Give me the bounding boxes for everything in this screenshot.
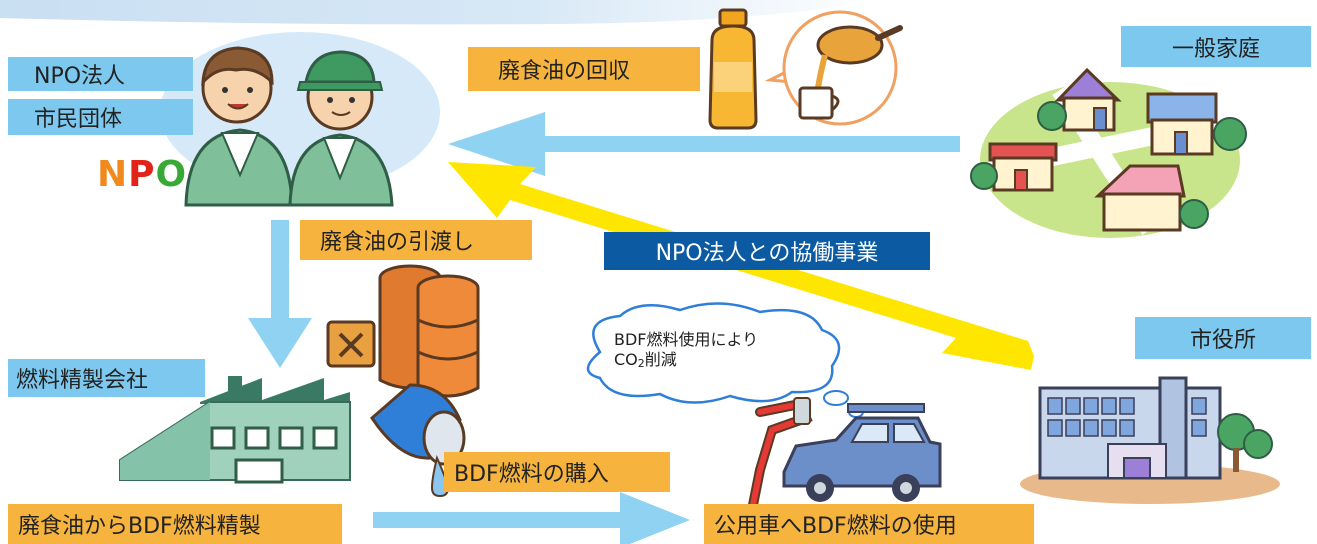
npo-corp-label: NPO法人 bbox=[8, 57, 193, 91]
city-hall-illustration bbox=[1020, 376, 1280, 504]
top-band bbox=[0, 0, 880, 25]
car-illustration bbox=[782, 403, 942, 502]
oil-drums-illustration bbox=[326, 264, 480, 398]
pouring-pan-bubble bbox=[764, 10, 903, 126]
fuel-nozzle-illustration bbox=[747, 397, 813, 515]
purchase-label: BDF燃料の購入 bbox=[444, 452, 670, 492]
refinery-label: 燃料精製会社 bbox=[8, 359, 205, 397]
city-hall-label: 市役所 bbox=[1135, 317, 1311, 359]
factory-illustration bbox=[119, 376, 351, 484]
arrow-collection bbox=[448, 112, 960, 176]
collection-label: 廃食油の回収 bbox=[468, 47, 700, 91]
arrow-refine-to-vehicle bbox=[373, 492, 690, 544]
npo-staff-illustration bbox=[184, 46, 394, 207]
household-label: 一般家庭 bbox=[1121, 26, 1311, 67]
collaboration-label: NPO法人との協働事業 bbox=[604, 232, 930, 270]
citizen-group-label: 市民団体 bbox=[8, 99, 193, 135]
cloud-line-2: CO2削減 bbox=[614, 350, 677, 370]
arrow-handover bbox=[248, 220, 312, 368]
handover-label: 廃食油の引渡し bbox=[300, 220, 532, 260]
refine-label: 廃食油からBDF燃料精製 bbox=[8, 504, 342, 544]
cloud-text: BDF燃料使用により CO2削減 bbox=[614, 330, 758, 374]
houses-illustration bbox=[970, 67, 1247, 238]
cloud-line-1: BDF燃料使用により bbox=[614, 330, 759, 349]
oil-bottle-illustration bbox=[708, 8, 758, 130]
npo-logo: NPO bbox=[97, 154, 188, 195]
blue-drum-illustration bbox=[370, 383, 466, 498]
official-vehicle-label: 公用車へBDF燃料の使用 bbox=[704, 504, 1034, 544]
